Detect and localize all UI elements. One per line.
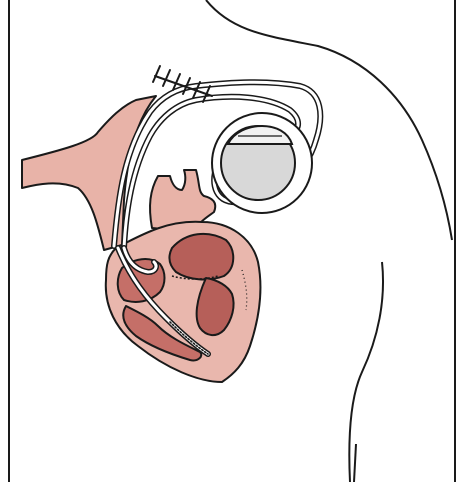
heart [106,222,261,382]
pacemaker-generator-icon [212,113,312,213]
torso-outline [349,262,383,482]
left-atrium [169,234,233,280]
armpit-line [354,444,356,482]
